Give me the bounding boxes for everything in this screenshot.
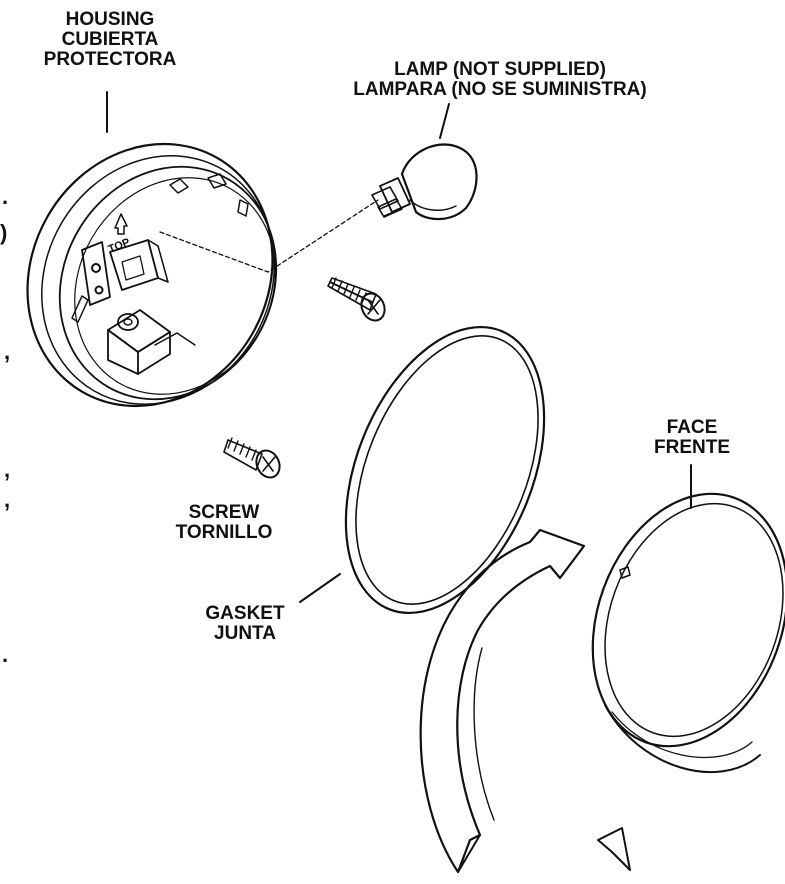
edge-fragment-4: , (4, 457, 11, 482)
edge-fragment-6: . (2, 642, 9, 667)
lamp-label: LAMP (NOT SUPPLIED) LAMPARA (NO SE SUMIN… (308, 60, 692, 100)
screw-lower (223, 437, 281, 479)
lamp-label-es: LAMPARA (NO SE SUMINISTRA) (353, 79, 647, 100)
gasket-label-en: GASKET (205, 603, 285, 624)
housing-label-en: HOUSING (65, 9, 155, 30)
rotation-arrow (419, 528, 631, 874)
face-label-en: FACE (666, 417, 718, 438)
face-part (591, 492, 785, 774)
housing-label-es-2: PROTECTORA (43, 49, 177, 70)
alignment-dashed-line (159, 199, 379, 273)
gasket-label-es: JUNTA (214, 623, 276, 644)
screw-label: SCREW TORNILLO (158, 503, 290, 543)
gasket-leader (299, 573, 341, 603)
edge-fragment-5: , (4, 487, 11, 512)
gasket-label: GASKET JUNTA (190, 604, 300, 644)
edge-fragment-1: . (2, 184, 9, 209)
screw-label-es: TORNILLO (175, 522, 273, 543)
edge-fragment-3: , (4, 339, 11, 364)
screw-label-en: SCREW (188, 502, 260, 523)
screw-upper (327, 277, 386, 322)
housing-part (26, 142, 278, 408)
edge-fragment-2: ) (0, 220, 8, 245)
housing-label-es-1: CUBIERTA (61, 29, 159, 50)
lamp-label-en: LAMP (NOT SUPPLIED) (394, 59, 606, 80)
lamp-part (371, 143, 478, 221)
face-label: FACE FRENTE (640, 418, 744, 458)
gasket-part (344, 325, 546, 615)
lamp-leader (439, 103, 450, 139)
housing-label: HOUSING CUBIERTA PROTECTORA (40, 10, 180, 70)
face-label-es: FRENTE (654, 437, 730, 458)
